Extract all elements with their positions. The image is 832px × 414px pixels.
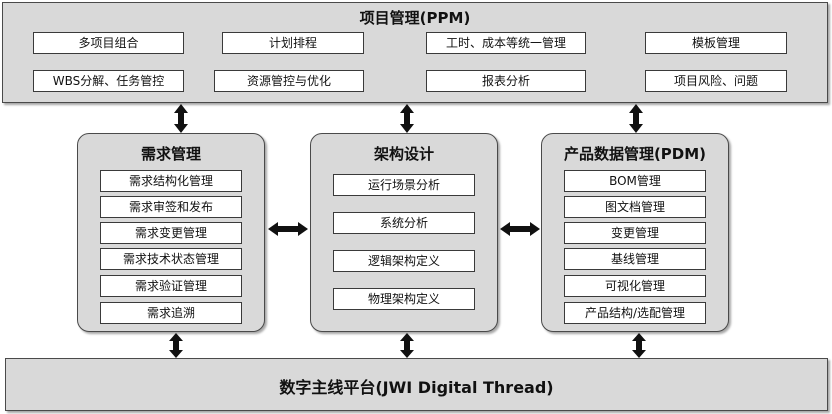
req-item-verification: 需求验证管理 (100, 275, 242, 297)
arrow-architecture-platform (400, 333, 414, 358)
arch-item-scenario: 运行场景分析 (333, 174, 475, 196)
ppm-item-cost: 工时、成本等统一管理 (426, 32, 586, 54)
pdm-item-structure: 产品结构/选配管理 (564, 302, 706, 324)
req-item-approval: 需求审签和发布 (100, 196, 242, 218)
req-item-trace: 需求追溯 (100, 302, 242, 324)
arrow-ppm-architecture (400, 104, 414, 133)
ppm-item-risk: 项目风险、问题 (645, 70, 787, 92)
ppm-item-resource: 资源管控与优化 (214, 70, 364, 92)
platform-panel: 数字主线平台(JWI Digital Thread) (5, 358, 828, 411)
architecture-panel: 架构设计 运行场景分析 系统分析 逻辑架构定义 物理架构定义 (310, 133, 498, 332)
arrow-requirements-architecture (268, 222, 308, 236)
ppm-title: 项目管理(PPM) (359, 9, 471, 27)
ppm-panel: 项目管理(PPM) 多项目组合 计划排程 工时、成本等统一管理 模板管理 WBS… (2, 2, 828, 103)
requirements-panel: 需求管理 需求结构化管理 需求审签和发布 需求变更管理 需求技术状态管理 需求验… (77, 133, 265, 332)
ppm-item-scheduling: 计划排程 (222, 32, 364, 54)
ppm-item-template: 模板管理 (645, 32, 787, 54)
req-item-tech-state: 需求技术状态管理 (100, 248, 242, 270)
arrow-ppm-pdm (629, 104, 643, 133)
arch-item-logical: 逻辑架构定义 (333, 250, 475, 272)
req-item-change: 需求变更管理 (100, 222, 242, 244)
pdm-item-baseline: 基线管理 (564, 248, 706, 270)
ppm-item-wbs: WBS分解、任务管控 (33, 70, 184, 92)
arrow-architecture-pdm (500, 222, 540, 236)
pdm-panel: 产品数据管理(PDM) BOM管理 图文档管理 变更管理 基线管理 可视化管理 … (541, 133, 729, 332)
pdm-item-change: 变更管理 (564, 222, 706, 244)
pdm-item-documents: 图文档管理 (564, 196, 706, 218)
arch-item-physical: 物理架构定义 (333, 288, 475, 310)
pdm-item-bom: BOM管理 (564, 170, 706, 192)
pdm-title: 产品数据管理(PDM) (563, 145, 707, 163)
platform-title: 数字主线平台(JWI Digital Thread) (279, 378, 554, 397)
arrow-ppm-requirements (174, 104, 188, 133)
ppm-item-portfolio: 多项目组合 (33, 32, 184, 54)
arrow-pdm-platform (632, 333, 646, 358)
pdm-item-visualization: 可视化管理 (564, 275, 706, 297)
arrow-requirements-platform (169, 333, 183, 358)
ppm-item-report: 报表分析 (426, 70, 586, 92)
arch-item-system: 系统分析 (333, 212, 475, 234)
requirements-title: 需求管理 (140, 145, 201, 163)
architecture-title: 架构设计 (373, 145, 434, 163)
req-item-structured: 需求结构化管理 (100, 170, 242, 192)
